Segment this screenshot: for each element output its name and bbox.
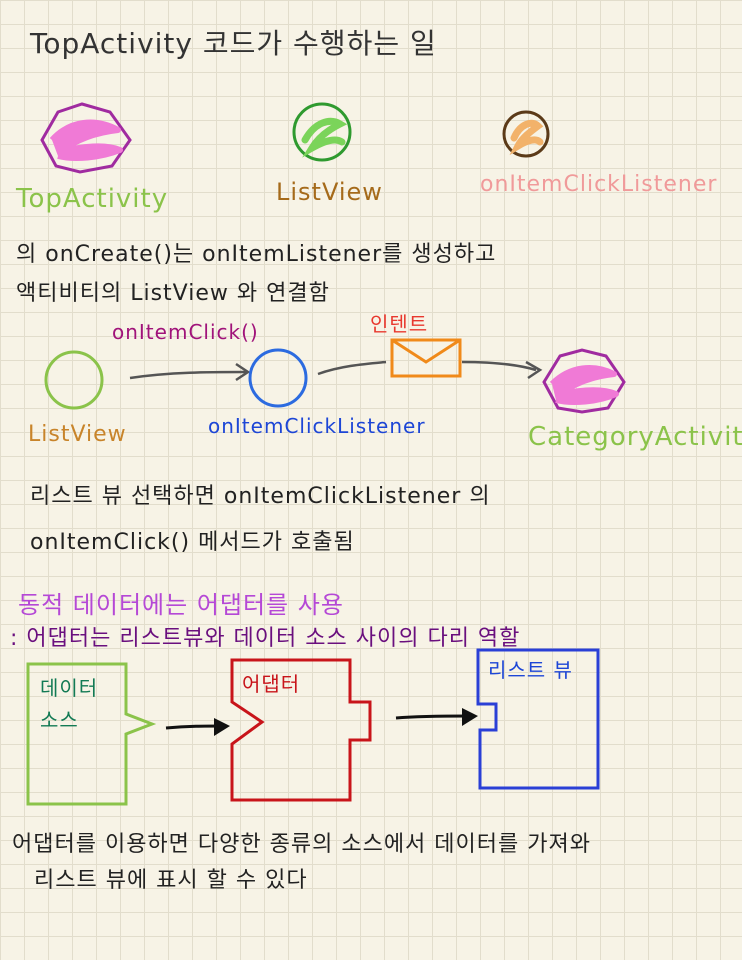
adapter-box: [230, 658, 372, 802]
legend-listener-label: onItemClickListener: [480, 172, 718, 197]
adapter-arrow-2: [395, 714, 471, 720]
conclusion-line-2: 리스트 뷰에 표시 할 수 있다: [34, 868, 308, 893]
adapter-label: 어댑터: [242, 672, 301, 696]
flow-arrow-3: [461, 360, 537, 372]
list-view-box: [476, 648, 600, 790]
intro-line-1: 의 onCreate()는 onItemListener를 생성하고: [16, 242, 497, 267]
conclusion-line-1: 어댑터를 이용하면 다양한 종류의 소스에서 데이터를 가져와: [12, 832, 591, 857]
flow-target-label: CategoryActivity: [528, 422, 742, 452]
listener-circle-icon: [502, 110, 550, 158]
data-source-box: [26, 662, 157, 806]
adapter-heading: 동적 데이터에는 어댑터를 사용: [18, 591, 344, 619]
flow-list-view-circle: [44, 350, 104, 410]
list-view-box-label: 리스트 뷰: [488, 658, 573, 682]
flow-intent-label: 인텐트: [370, 312, 429, 336]
page-title: TopActivity 코드가 수행하는 일: [30, 27, 437, 60]
flow-arrow-2: [317, 360, 387, 376]
intent-envelope-icon: [390, 338, 462, 378]
legend-top-activity-label: TopActivity: [16, 184, 169, 214]
flow-listener-label: onItemClickListener: [208, 414, 426, 438]
flow-arrow-1: [129, 370, 247, 380]
explanation-line-1: 리스트 뷰 선택하면 onItemClickListener 의: [30, 484, 491, 509]
explanation-line-2: onItemClick() 메서드가 호출됨: [30, 530, 355, 555]
data-source-label-2: 소스: [40, 708, 79, 732]
legend-list-view-label: ListView: [276, 178, 383, 206]
flow-list-view-label: ListView: [28, 422, 127, 447]
list-view-circle-icon: [292, 102, 352, 162]
top-activity-hexagon-icon: [40, 102, 132, 174]
intro-line-2: 액티비티의 ListView 와 연결함: [16, 281, 330, 306]
adapter-subheading: : 어댑터는 리스트뷰와 데이터 소스 사이의 다리 역할: [10, 626, 521, 651]
data-source-label-1: 데이터: [40, 676, 99, 700]
flow-method-label: onItemClick(): [112, 320, 259, 344]
category-activity-hexagon-icon: [542, 348, 626, 414]
flow-listener-circle: [248, 348, 308, 408]
